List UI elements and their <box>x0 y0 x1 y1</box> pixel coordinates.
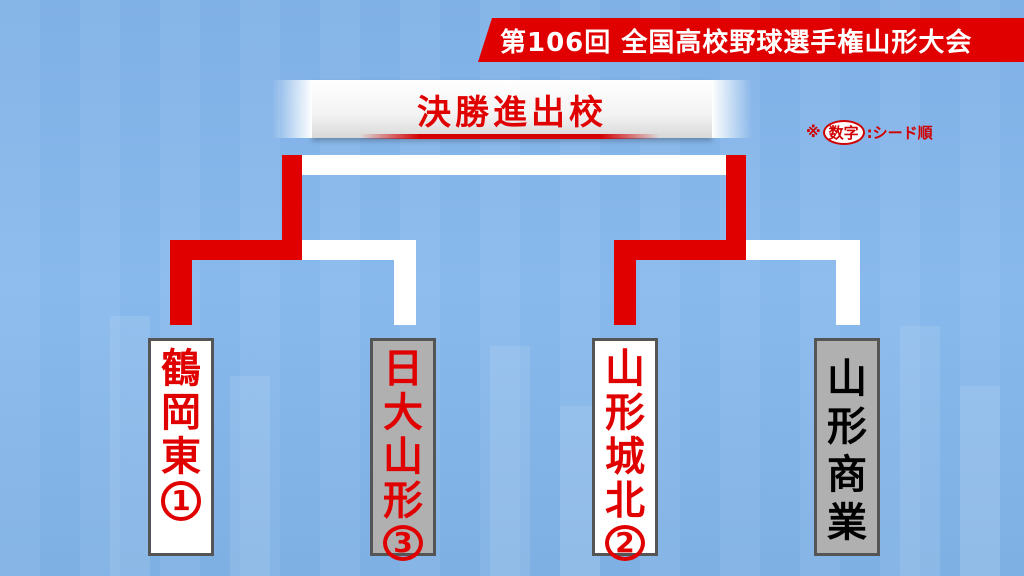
right-final-riser <box>726 155 746 260</box>
left-semi-right-drop <box>394 240 416 325</box>
seed-badge: 1 <box>161 481 201 521</box>
background-bars <box>0 276 1024 576</box>
school-char: 山 <box>605 346 645 392</box>
school-char: 業 <box>827 500 867 546</box>
school-char: 形 <box>605 390 645 436</box>
header-banner <box>478 18 1024 62</box>
school-char: 城 <box>605 434 645 480</box>
school-char: 北 <box>605 478 645 524</box>
note-mark: ※ <box>806 123 821 141</box>
title-plate <box>272 80 752 138</box>
school-yamagata-johoku: 山 形 城 北 2 <box>592 338 658 561</box>
page-title: 決勝進出校 <box>417 92 607 133</box>
final-top-line <box>300 155 730 175</box>
title-underline <box>360 134 660 139</box>
school-nichidai-yamagata: 日 大 山 形 3 <box>370 338 436 561</box>
left-semi-drop <box>170 240 192 325</box>
school-char: 鶴 <box>161 346 201 392</box>
school-char: 日 <box>383 346 423 392</box>
school-char: 形 <box>383 478 423 524</box>
tournament-title: 第106回 全国高校野球選手権山形大会 <box>500 27 973 58</box>
seed-badge: 2 <box>605 525 645 561</box>
right-semi-right-drop <box>836 240 860 325</box>
school-char: 山 <box>383 434 423 480</box>
school-char: 東 <box>161 434 201 480</box>
seed-badge: 3 <box>383 525 423 561</box>
school-char: 商 <box>827 452 867 498</box>
school-tsuruoka-higashi: 鶴 岡 東 1 <box>148 338 214 556</box>
left-semi-top <box>170 240 302 260</box>
seed-note: ※ 数字 :シード順 <box>806 118 933 146</box>
school-char: 大 <box>383 390 423 436</box>
right-semi-drop <box>614 240 636 325</box>
left-final-riser <box>282 155 302 260</box>
school-yamagata-shogyo: 山 形 商 業 <box>814 338 880 556</box>
note-circled-label: 数字 <box>822 119 865 145</box>
bracket-red-lines <box>170 155 746 325</box>
right-semi-top <box>614 240 746 260</box>
right-semi-right-top <box>745 240 860 260</box>
left-semi-right-top <box>300 240 416 260</box>
note-text: :シード順 <box>866 123 933 142</box>
bracket-white-lines <box>300 155 860 325</box>
school-char: 山 <box>827 356 867 402</box>
school-char: 形 <box>827 404 867 450</box>
school-char: 岡 <box>161 390 201 436</box>
